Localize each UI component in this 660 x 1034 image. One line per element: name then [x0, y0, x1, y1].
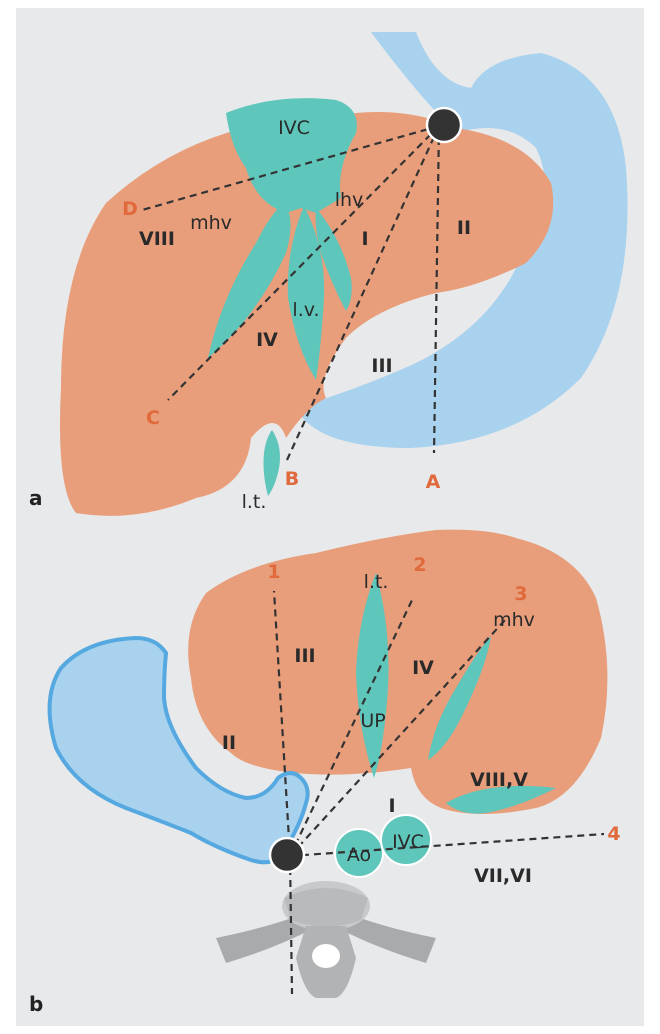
panel-a-label: a	[29, 486, 43, 510]
ao-label: Ao	[347, 844, 371, 866]
panel-b-label: b	[29, 992, 43, 1016]
segment-iv-label-b: IV	[412, 657, 434, 679]
segment-viii-v-label: VIII,V	[470, 769, 528, 791]
probe-circle	[427, 108, 461, 142]
segment-ii-label-b: II	[222, 732, 236, 754]
lhv-label: lhv	[335, 189, 364, 211]
scan-label-1: 1	[267, 561, 280, 583]
lv-label: l.v.	[292, 299, 319, 321]
vertebra	[216, 881, 436, 998]
scan-label-b: B	[285, 468, 299, 490]
probe-circle-b	[270, 838, 304, 872]
ivc-label-b: IVC	[392, 831, 424, 853]
scan-label-4: 4	[607, 823, 620, 845]
scan-label-3: 3	[514, 583, 527, 605]
lt-label-b: l.t.	[364, 571, 389, 593]
segment-i-label-b: I	[388, 795, 395, 817]
panel-a: IVC mhv lhv l.v. l.t. VIII I II IV III D…	[29, 32, 628, 516]
liver-diagram: IVC mhv lhv l.v. l.t. VIII I II IV III D…	[16, 8, 644, 1026]
scan-label-2: 2	[413, 554, 426, 576]
scan-label-a: A	[426, 471, 441, 493]
lt-vessel	[264, 430, 281, 496]
segment-viii-label: VIII	[139, 228, 175, 250]
mhv-label: mhv	[190, 212, 232, 234]
segment-iii-label: III	[371, 355, 392, 377]
segment-ii-label: II	[457, 217, 471, 239]
up-label: UP	[360, 710, 385, 732]
ivc-label: IVC	[278, 117, 310, 139]
segment-i-label: I	[361, 228, 368, 250]
lt-label: l.t.	[242, 491, 267, 513]
mhv-label-b: mhv	[493, 609, 535, 631]
segment-iii-label-b: III	[294, 645, 315, 667]
scan-label-c: C	[146, 407, 160, 429]
figure: IVC mhv lhv l.v. l.t. VIII I II IV III D…	[16, 8, 644, 1026]
liver-shape-b	[188, 530, 607, 814]
segment-vii-vi-label: VII,VI	[474, 865, 532, 887]
panel-b: l.t. mhv UP Ao IVC III IV II VIII,V I VI…	[29, 530, 621, 1016]
scan-label-d: D	[122, 198, 138, 220]
segment-iv-label: IV	[256, 329, 278, 351]
